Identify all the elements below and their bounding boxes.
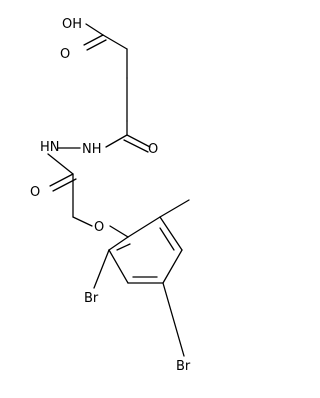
bond-ch2-ether-o <box>72 216 93 227</box>
atom-bromine-left: Br <box>84 291 99 306</box>
ring-bond-3 <box>162 249 183 284</box>
atom-hydrazine: HN <box>40 140 60 155</box>
ring-bond-2 <box>159 216 183 251</box>
bond-hn-carbon <box>47 153 74 175</box>
molecule-structure: OH O O HN NH O O Br Br <box>30 17 191 374</box>
bond-hydrazide-c-o-double-b <box>123 139 149 153</box>
bond-amide-c-o-double-a <box>49 173 74 187</box>
ring-bond-6 <box>108 236 129 251</box>
bond-acid-c-o-double-b <box>86 39 107 51</box>
atom-hydrazide-nh: NH <box>82 142 102 157</box>
bond-ether-o-ring <box>109 225 129 238</box>
ring-bond-5 <box>108 249 129 284</box>
ring-bond-1 <box>127 216 161 238</box>
bond-hydrazide-c-o-double-a <box>126 134 151 148</box>
bond-chain-1 <box>102 34 128 50</box>
bond-acid-c-oh <box>85 23 104 36</box>
atom-bromine-right: Br <box>176 359 191 374</box>
bond-ring-br-right <box>162 282 185 357</box>
bond-acid-c-o-double-a <box>83 34 104 46</box>
bond-ring-br-left <box>93 249 110 289</box>
atom-ether-oxygen: O <box>94 220 104 235</box>
bond-hydrazide-c-n <box>105 134 128 148</box>
ring-inner-bond-c <box>116 243 131 251</box>
atom-hydrazide-carbonyl-oxygen: O <box>148 142 158 157</box>
ring-inner-bond-a <box>159 227 175 251</box>
atom-acid-carbonyl-oxygen: O <box>60 47 70 62</box>
atom-hydroxyl: OH <box>62 17 82 32</box>
bond-amide-c-o-double-b <box>52 178 77 192</box>
atom-amide-carbonyl-oxygen: O <box>30 185 40 200</box>
bond-methyl <box>159 199 190 218</box>
